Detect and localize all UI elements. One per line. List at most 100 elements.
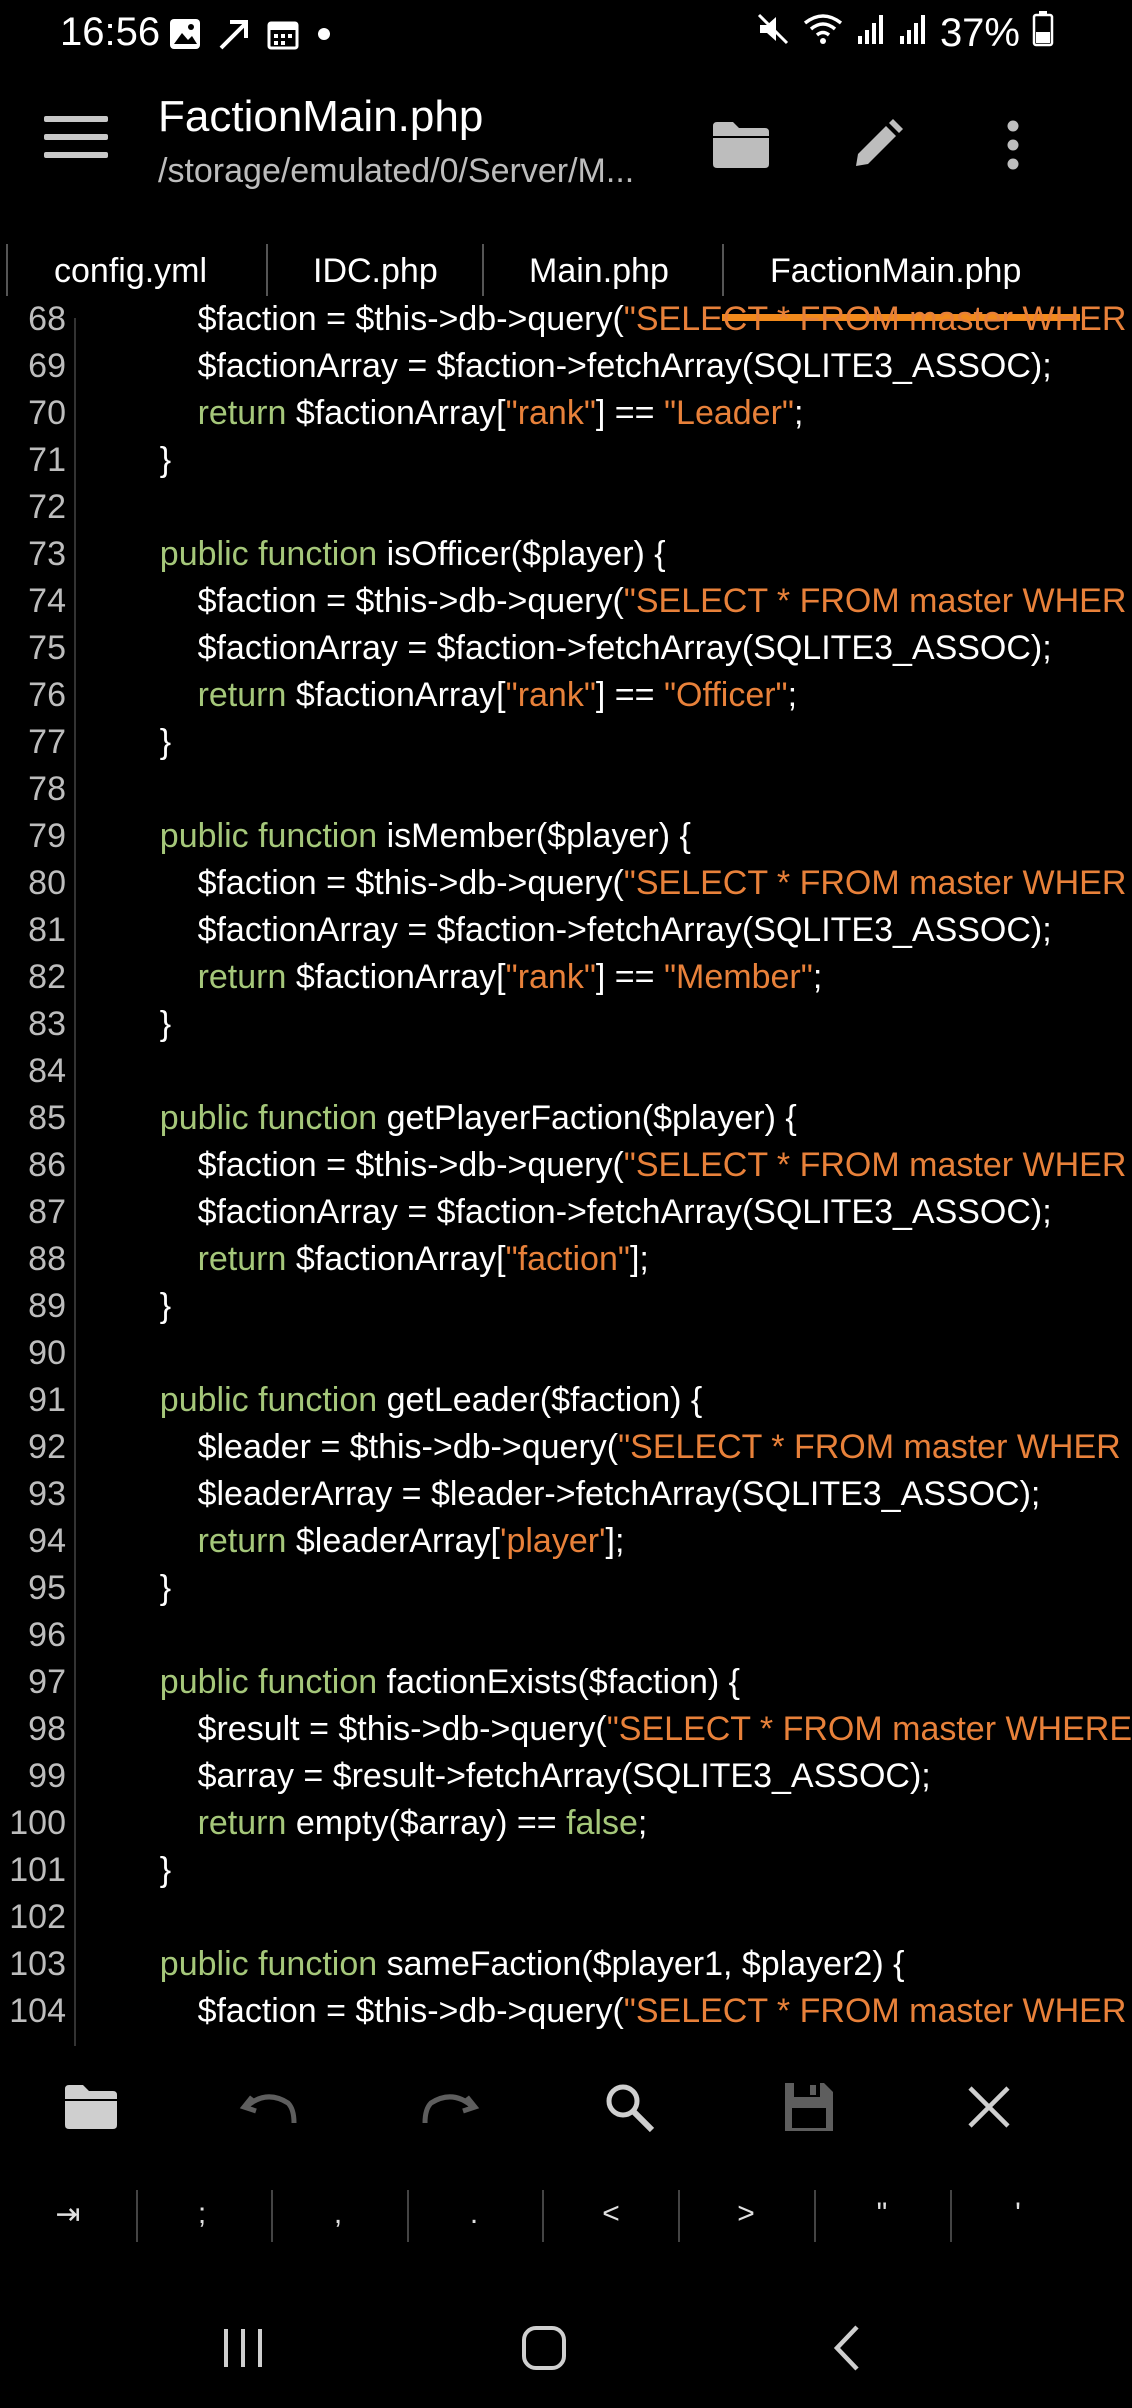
code-line[interactable]: 85 public function getPlayerFaction($pla… — [0, 1095, 1080, 1142]
code-text[interactable]: public function getPlayerFaction($player… — [122, 1095, 797, 1142]
code-text[interactable]: public function isOfficer($player) { — [122, 531, 666, 578]
tab-factionmain-php[interactable]: FactionMain.php — [770, 251, 1022, 290]
code-text[interactable]: $faction = $this->db->query("SELECT * FR… — [122, 1988, 1127, 2035]
code-text[interactable]: } — [122, 437, 171, 484]
code-text[interactable]: $result = $this->db->query("SELECT * FRO… — [122, 1706, 1132, 1753]
tab-config-yml[interactable]: config.yml — [54, 251, 208, 290]
symbol-period-key[interactable]: . — [469, 2197, 479, 2230]
line-number: 103 — [9, 1945, 66, 1983]
line-number: 74 — [28, 582, 66, 620]
edit-icon[interactable] — [842, 110, 912, 180]
code-text[interactable]: return $factionArray["rank"] == "Leader"… — [122, 390, 804, 437]
code-line[interactable]: 80 $faction = $this->db->query("SELECT *… — [0, 860, 1126, 907]
code-line[interactable]: 96 — [0, 1612, 1080, 1659]
battery-percent: 37% — [939, 10, 1020, 55]
code-line[interactable]: 94 return $leaderArray['player']; — [0, 1518, 1080, 1565]
back-icon[interactable] — [812, 2318, 882, 2378]
code-text[interactable]: public function sameFaction($player1, $p… — [122, 1941, 905, 1988]
code-line[interactable]: 97 public function factionExists($factio… — [0, 1659, 1080, 1706]
code-text[interactable]: $factionArray = $faction->fetchArray(SQL… — [122, 907, 1052, 954]
code-line[interactable]: 99 $array = $result->fetchArray(SQLITE3_… — [0, 1753, 1080, 1800]
code-line[interactable]: 100 return empty($array) == false; — [0, 1800, 1080, 1847]
code-text[interactable]: $faction = $this->db->query("SELECT * FR… — [122, 1142, 1127, 1189]
code-line[interactable]: 75 $factionArray = $faction->fetchArray(… — [0, 625, 1080, 672]
code-line[interactable]: 77 } — [0, 719, 1080, 766]
code-line[interactable]: 76 return $factionArray["rank"] == "Offi… — [0, 672, 1080, 719]
code-line[interactable]: 104 $faction = $this->db->query("SELECT … — [0, 1988, 1126, 2035]
search-icon[interactable] — [596, 2074, 662, 2140]
undo-icon[interactable] — [237, 2074, 303, 2140]
code-line[interactable]: 81 $factionArray = $faction->fetchArray(… — [0, 907, 1080, 954]
folder-icon[interactable] — [58, 2074, 124, 2140]
code-line[interactable]: 95 } — [0, 1565, 1080, 1612]
code-text[interactable]: public function isMember($player) { — [122, 813, 691, 860]
code-line[interactable]: 69 $factionArray = $faction->fetchArray(… — [0, 343, 1080, 390]
code-text[interactable]: public function factionExists($faction) … — [122, 1659, 740, 1706]
symbol-single-quote-key[interactable]: ' — [1015, 2197, 1021, 2230]
code-text[interactable]: $array = $result->fetchArray(SQLITE3_ASS… — [122, 1753, 931, 1800]
line-number: 88 — [28, 1240, 66, 1278]
code-line[interactable]: 87 $factionArray = $faction->fetchArray(… — [0, 1189, 1080, 1236]
code-text[interactable]: } — [122, 1001, 171, 1048]
code-line[interactable]: 90 — [0, 1330, 1080, 1377]
code-line[interactable]: 79 public function isMember($player) { — [0, 813, 1080, 860]
code-line[interactable]: 89 } — [0, 1283, 1080, 1330]
code-line[interactable]: 84 — [0, 1048, 1080, 1095]
code-text[interactable]: $factionArray = $faction->fetchArray(SQL… — [122, 625, 1052, 672]
save-icon[interactable] — [776, 2074, 842, 2140]
code-text[interactable]: $leader = $this->db->query("SELECT * FRO… — [122, 1424, 1121, 1471]
code-line[interactable]: 93 $leaderArray = $leader->fetchArray(SQ… — [0, 1471, 1080, 1518]
more-options-icon[interactable] — [978, 110, 1048, 180]
code-line[interactable]: 88 return $factionArray["faction"]; — [0, 1236, 1080, 1283]
code-text[interactable]: $faction = $this->db->query("SELECT * FR… — [122, 860, 1127, 907]
symbol-double-quote-key[interactable]: " — [876, 2197, 888, 2230]
code-text[interactable]: $factionArray = $faction->fetchArray(SQL… — [122, 1189, 1052, 1236]
code-line[interactable]: 101 } — [0, 1847, 1080, 1894]
symbol-semicolon-key[interactable]: ; — [197, 2197, 207, 2230]
close-icon[interactable] — [956, 2074, 1022, 2140]
code-line[interactable]: 92 $leader = $this->db->query("SELECT * … — [0, 1424, 1121, 1471]
symbol-gt-key[interactable]: > — [737, 2197, 755, 2230]
code-line[interactable]: 86 $faction = $this->db->query("SELECT *… — [0, 1142, 1126, 1189]
code-line[interactable]: 70 return $factionArray["rank"] == "Lead… — [0, 390, 1080, 437]
code-line[interactable]: 68 $faction = $this->db->query("SELECT *… — [0, 296, 1126, 343]
open-folder-icon[interactable] — [706, 110, 776, 180]
code-text[interactable]: return $factionArray["faction"]; — [122, 1236, 649, 1283]
code-text[interactable]: return empty($array) == false; — [122, 1800, 648, 1847]
symbol-comma-key[interactable]: , — [333, 2197, 343, 2230]
tab-main-php[interactable]: Main.php — [529, 251, 669, 290]
home-icon[interactable] — [509, 2318, 579, 2378]
code-line[interactable]: 73 public function isOfficer($player) { — [0, 531, 1080, 578]
code-text[interactable]: return $leaderArray['player']; — [122, 1518, 625, 1565]
code-line[interactable]: 98 $result = $this->db->query("SELECT * … — [0, 1706, 1132, 1753]
code-editor[interactable]: 68 $faction = $this->db->query("SELECT *… — [0, 300, 1132, 2046]
code-token: $factionArray = $faction->fetchArray(SQL… — [122, 911, 1052, 949]
code-text[interactable]: return $factionArray["rank"] == "Officer… — [122, 672, 798, 719]
recents-icon[interactable] — [208, 2318, 278, 2378]
code-line[interactable]: 71 } — [0, 437, 1080, 484]
code-line[interactable]: 82 return $factionArray["rank"] == "Memb… — [0, 954, 1080, 1001]
code-text[interactable]: $factionArray = $faction->fetchArray(SQL… — [122, 343, 1052, 390]
code-text[interactable]: public function getLeader($faction) { — [122, 1377, 702, 1424]
code-text[interactable]: $faction = $this->db->query("SELECT * FR… — [122, 578, 1127, 625]
code-string: "SELECT * FROM master WHER — [618, 1428, 1121, 1466]
symbol-tab-key[interactable]: ⇥ — [55, 2197, 81, 2231]
code-line[interactable]: 78 — [0, 766, 1080, 813]
code-line[interactable]: 103 public function sameFaction($player1… — [0, 1941, 1080, 1988]
code-text[interactable]: return $factionArray["rank"] == "Member"… — [122, 954, 823, 1001]
symbol-lt-key[interactable]: < — [602, 2197, 620, 2230]
code-text[interactable]: } — [122, 1283, 171, 1330]
code-line[interactable]: 83 } — [0, 1001, 1080, 1048]
redo-icon[interactable] — [416, 2074, 482, 2140]
code-line[interactable]: 91 public function getLeader($faction) { — [0, 1377, 1080, 1424]
menu-icon[interactable] — [44, 116, 108, 164]
code-text[interactable]: } — [122, 1847, 171, 1894]
code-text[interactable]: $leaderArray = $leader->fetchArray(SQLIT… — [122, 1471, 1041, 1518]
code-line[interactable]: 72 — [0, 484, 1080, 531]
code-line[interactable]: 74 $faction = $this->db->query("SELECT *… — [0, 578, 1126, 625]
code-line[interactable]: 102 — [0, 1894, 1080, 1941]
code-text[interactable]: } — [122, 719, 171, 766]
code-text[interactable]: } — [122, 1565, 171, 1612]
code-text[interactable]: $faction = $this->db->query("SELECT * FR… — [122, 296, 1127, 343]
tab-idc-php[interactable]: IDC.php — [313, 251, 438, 290]
